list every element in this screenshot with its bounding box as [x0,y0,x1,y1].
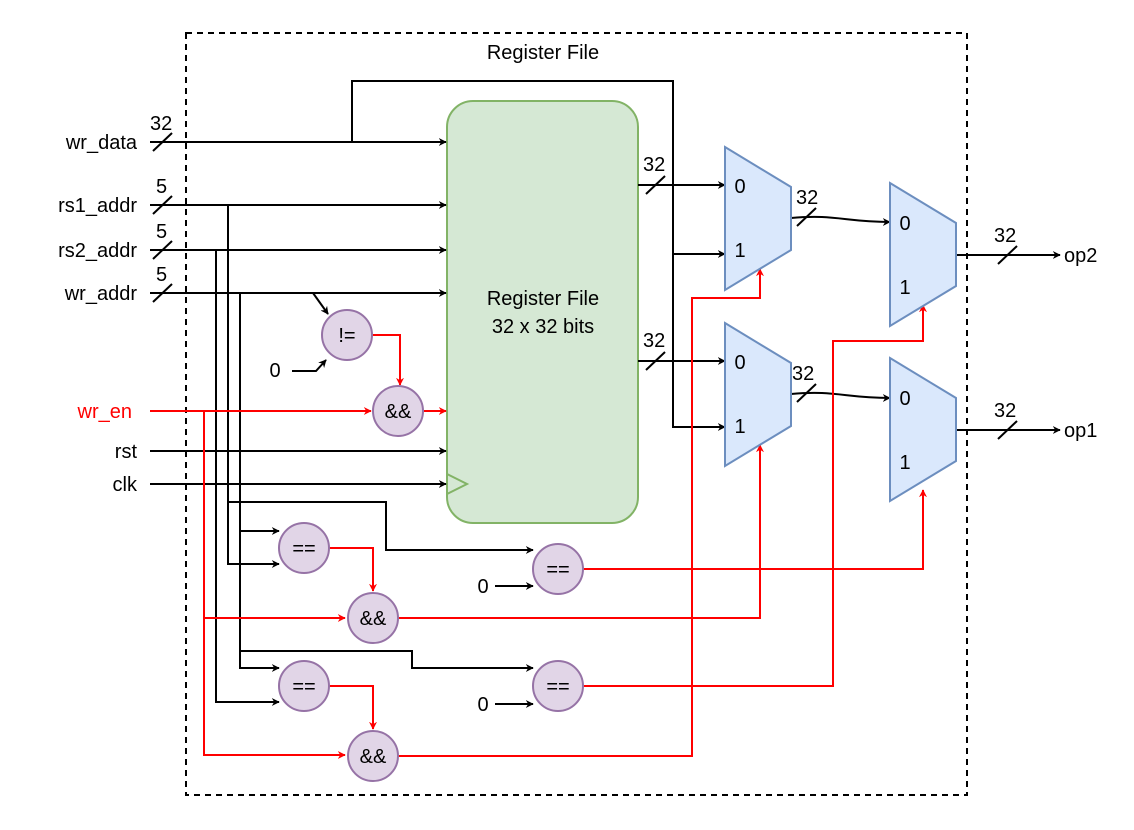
wire-rs2-zero-eq [240,650,534,672]
width-rf-out-bottom: 32 [643,330,665,352]
wire-rs1-eq [227,205,280,568]
width-wr-data: 32 [150,113,172,135]
wire-wr-en-and1 [203,411,346,622]
register-file-size: 32 x 32 bits [492,316,594,338]
input-rs1-addr: rs1_addr [58,195,137,217]
wire-rs1-zero-eq [228,501,534,554]
svg-text:==: == [292,676,315,698]
svg-text:&&: && [360,746,387,768]
gate-eq-rs2-zero: == [532,660,584,712]
input-wr-data: wr_data [65,132,138,154]
gate-eq-rs1-zero: == [532,543,584,595]
input-rst: rst [115,441,138,463]
input-wr-addr: wr_addr [64,283,138,305]
gate-and-forward-1: && [347,592,399,644]
svg-text:1: 1 [899,452,910,474]
input-wr-en: wr_en [77,401,132,423]
register-file-boundary [185,32,968,796]
mux-d: 0 1 [889,356,957,503]
gate-neq: != [321,309,373,361]
wire-wr-addr-neq [312,292,329,315]
svg-text:1: 1 [734,240,745,262]
svg-text:!=: != [338,325,355,347]
const-zero-rs1: 0 [477,576,488,598]
wire-rs2-eq [215,250,280,706]
wire-mux-b-out [790,391,891,402]
const-zero-neq: 0 [269,360,280,382]
svg-text:==: == [546,559,569,581]
wire-eq-mux-d-sel [583,489,927,570]
svg-text:&&: && [385,401,412,423]
width-rs1-addr: 5 [156,176,167,198]
wire-neq-and [372,334,404,386]
gate-eq-rs1-wr: == [278,522,330,574]
input-rs2-addr: rs2_addr [58,240,137,262]
data-wires [150,80,1061,708]
wire-wr-addr-eq2 [239,293,280,672]
clock-edge-triangle [446,473,470,495]
width-rs2-addr: 5 [156,221,167,243]
svg-text:0: 0 [734,176,745,198]
wire-zero-neq [292,359,327,372]
mux-b: 0 1 [724,321,792,468]
width-mux-a-out: 32 [796,187,818,209]
control-wires [150,268,927,759]
mux-a: 0 1 [724,145,792,292]
gate-eq-rs2-wr: == [278,660,330,712]
output-op1: op1 [1064,420,1097,442]
svg-text:0: 0 [899,388,910,410]
svg-text:&&: && [360,608,387,630]
width-rf-out-top: 32 [643,154,665,176]
const-zero-rs2: 0 [477,694,488,716]
wire-eq-and1 [329,547,377,592]
wire-and2-mux-a-sel [398,268,764,757]
output-op2: op2 [1064,245,1097,267]
width-op2: 32 [994,225,1016,247]
width-wr-addr: 5 [156,264,167,286]
mux-c: 0 1 [889,181,957,328]
wire-and1-mux-b-sel [398,444,764,619]
wire-eq-and2 [329,685,377,730]
wire-wr-data-bypass [351,80,726,431]
wire-mux-a-out [790,215,891,226]
svg-text:0: 0 [899,213,910,235]
wire-eq-mux-c-sel [583,304,927,687]
svg-text:0: 0 [734,352,745,374]
container-title: Register File [487,42,599,64]
svg-text:==: == [546,676,569,698]
bus-ticks [152,132,1018,440]
gate-and-forward-2: && [347,730,399,782]
wire-wr-en-and2 [203,618,346,759]
svg-text:1: 1 [899,277,910,299]
width-mux-b-out: 32 [792,363,814,385]
svg-text:==: == [292,538,315,560]
gate-and-write-enable: && [372,385,424,437]
width-op1: 32 [994,400,1016,422]
input-clk: clk [113,474,138,496]
register-file-title: Register File [487,288,599,310]
register-file-block: Register File 32 x 32 bits [446,100,639,524]
svg-text:1: 1 [734,416,745,438]
